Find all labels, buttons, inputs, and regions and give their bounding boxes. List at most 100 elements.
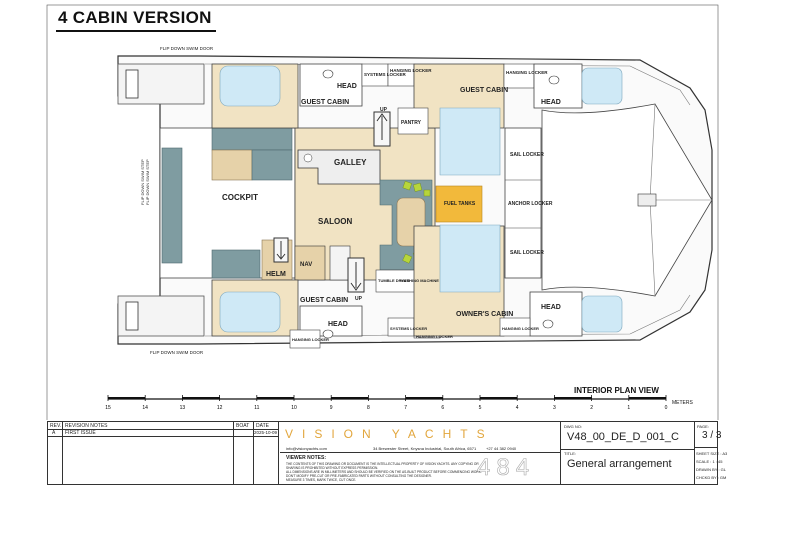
sheet-size: SHEET SIZE : A3 [696,451,728,456]
label-head-port-aft: HEAD [337,83,357,90]
label-up-stbd: UP [355,296,363,302]
galley-counter [297,149,381,185]
flip-step-2: FLIP DOWN SWIM STEP [140,159,145,205]
drawing-title: 4 CABIN VERSION [58,8,212,27]
viewer-note-4: DON'T MODIFY PRE-CUT OR PRE-FABRICATED P… [286,474,432,478]
label-washing-machine: WASHING MACHINE [400,278,439,283]
scale-tick-label: 7 [404,405,407,411]
port-fwd-bed-2 [581,67,623,105]
scale-tick-label: 2 [590,405,593,411]
scale-tick-label: 12 [217,405,223,411]
viewer-note-2: SHARING IS PROHIBITED WITHOUT EXPRESS PE… [286,466,379,470]
label-systems-locker-port: SYSTEMS LOCKER [364,72,407,77]
label-guest-cabin-port-fwd: GUEST CABIN [460,87,508,94]
address: 34 Brewester Street, Knysna Industrial, … [373,446,477,451]
label-tumble-dryer: TUMBLE DRYER [378,278,410,283]
scale-tick-label: 0 [665,405,668,411]
port-fwd-hanging [503,63,535,89]
pantry [397,107,429,135]
viewer-note-3: ALL DIMENSIONS ARE IN MILLIMETERS AND SH… [286,470,482,474]
windlass [637,193,657,207]
scale-tick-label: 9 [330,405,333,411]
scale-tick-label: 11 [254,405,259,411]
scale-segment [628,397,666,399]
brand-name: VISION YACHTS [285,427,494,441]
davit-stbd [125,301,139,331]
email: info@visionyachts.com [286,446,327,451]
plan-view-title: INTERIOR PLAN VIEW [574,386,659,395]
model-number: 484 [477,454,536,482]
label-sail-locker-1: SAIL LOCKER [510,152,544,158]
label-hanging-locker-stbd-fwd: HANGING LOCKER [502,326,539,331]
label-head-stbd-aft: HEAD [328,321,348,328]
scale-text: SCALE : 1 : 45 [696,459,723,464]
scale-tick-label: 6 [441,405,444,411]
viewer-note-1: THE CONTENTS OF THIS DRAWING OR DOCUMENT… [286,462,479,466]
title-label: TITLE: [564,451,577,456]
scale-tick-label: 13 [180,405,186,411]
port-aft-bed [219,65,281,107]
galley-sink [303,153,313,163]
label-guest-cabin-stbd: GUEST CABIN [300,297,348,304]
label-guest-cabin-port-aft: GUEST CABIN [301,99,349,106]
label-owners-cabin: OWNER'S CABIN [456,311,513,318]
label-systems-locker-stbd: SYSTEMS LOCKER [390,326,427,331]
fridge [329,245,351,281]
label-hanging-locker-port: HANGING LOCKER [390,68,432,73]
label-galley: GALLEY [334,158,367,167]
cockpit-bench-aft [161,147,183,264]
cockpit-bench-side [251,149,293,181]
catamaran-plan: FLIP DOWN SWIM DOOR FLIP DOWN SWIM DOOR … [46,4,719,420]
label-up-port: UP [380,107,388,113]
revision-header-row [48,422,278,430]
scale-segment [331,397,369,399]
label-helm: HELM [266,271,286,278]
port-fwd-bed [439,107,501,176]
label-hanging-locker-stbd-aft: HANGING LOCKER [292,337,329,342]
title-block: REV. REVISION NOTES BOAT DATE A FIRST IS… [47,421,727,485]
phone: +27 44 382 0940 [486,446,517,451]
scale-tick-label: 5 [479,405,482,411]
davit-port [125,69,139,99]
boat-header: BOAT [236,423,250,429]
label-saloon: SALOON [318,217,352,226]
label-fuel-tanks: FUEL TANKS [444,201,476,207]
notes-header: REVISION NOTES [65,423,108,429]
revision-row [48,429,278,437]
scale-segment [182,397,220,399]
scale-segment [554,397,592,399]
label-hanging-locker-stbd: HANGING LOCKER [416,334,453,339]
label-head-port-fwd: HEAD [541,99,561,106]
fuel-tanks [435,185,483,223]
scale-segment [405,397,443,399]
scale-tick-label: 10 [291,405,297,411]
stairs-up-port [373,111,391,147]
helm-steps [273,237,289,263]
scale-segment [108,397,146,399]
owners-bed [439,224,501,293]
nav-station [294,245,326,281]
drawing-name: General arrangement [567,458,672,470]
scale-tick-label: 1 [627,405,630,411]
label-sail-locker-2: SAIL LOCKER [510,250,544,256]
scale-tick-label: 4 [516,405,519,411]
viewer-note-5: MEASURE 3 TIMES, MARK TWICE, CUT ONCE. [286,478,357,482]
label-pantry: PANTRY [401,120,422,126]
cockpit-bench-top [211,127,293,151]
scale-tick-label: 8 [367,405,370,411]
scale-tick-label: 3 [553,405,556,411]
dwg-no-label: DWG NO: [564,424,582,429]
label-head-stbd-fwd: HEAD [541,304,561,311]
scale-tick-label: 15 [105,405,111,411]
stbd-hanging-aft [289,329,321,349]
note-value: FIRST ISSUE [65,430,96,436]
date-header: DATE [256,423,269,429]
stbd-aft-bed [219,291,281,333]
scale-segment [480,397,518,399]
rev-header: REV. [50,423,62,429]
stbd-fwd-hanging [499,317,531,337]
flip-door-bottom: FLIP DOWN SWIM DOOR [150,350,204,355]
dwg-number: V48_00_DE_D_001_C [567,431,679,443]
locker-col [504,127,542,279]
